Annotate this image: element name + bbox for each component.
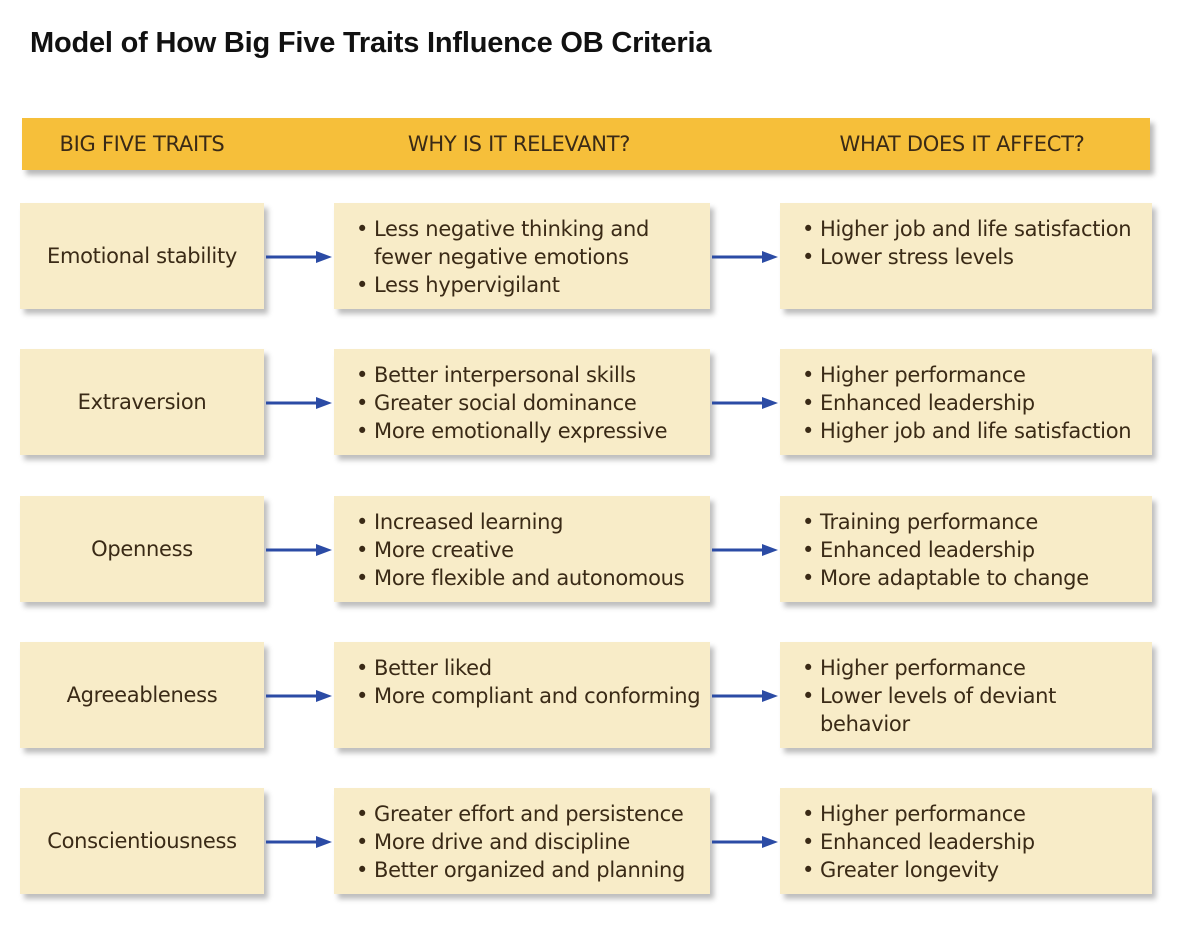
arrow-right-icon [264, 832, 334, 852]
trait-box: Conscientiousness [20, 788, 264, 894]
trait-row: Conscientiousness Greater effort and pers… [0, 788, 1184, 898]
outcome-box: Higher job and life satisfactionLower st… [780, 203, 1152, 309]
list-item: Less negative thinking and fewer negativ… [356, 215, 704, 271]
outcome-box: Higher performanceEnhanced leadershipHig… [780, 349, 1152, 455]
arrow-right-icon [264, 540, 334, 560]
relevance-box: Less negative thinking and fewer negativ… [334, 203, 710, 309]
header-why-relevant: WHY IS IT RELEVANT? [407, 132, 631, 156]
trait-box: Extraversion [20, 349, 264, 455]
trait-label: Conscientiousness [47, 829, 237, 853]
list-item: Greater effort and persistence [356, 800, 704, 828]
outcome-box: Higher performanceEnhanced leadershipGre… [780, 788, 1152, 894]
header-big-five-traits: BIG FIVE TRAITS [59, 132, 225, 156]
arrow-right-icon [264, 247, 334, 267]
arrow-right-icon [710, 540, 780, 560]
list-item: Enhanced leadership [802, 536, 1146, 564]
list-item: Better interpersonal skills [356, 361, 704, 389]
list-item: Enhanced leadership [802, 389, 1146, 417]
list-item: Lower stress levels [802, 243, 1146, 271]
list-item: Higher performance [802, 361, 1146, 389]
list-item: Better liked [356, 654, 704, 682]
trait-label: Emotional stability [46, 244, 238, 268]
list-item: Greater longevity [802, 856, 1146, 884]
outcome-box: Higher performanceLower levels of devian… [780, 642, 1152, 748]
arrow-right-icon [710, 247, 780, 267]
trait-row: Agreeableness Better likedMore compliant … [0, 642, 1184, 752]
list-item: More emotionally expressive [356, 417, 704, 445]
relevance-list: Better likedMore compliant and conformin… [334, 642, 710, 710]
relevance-box: Better interpersonal skillsGreater socia… [334, 349, 710, 455]
list-item: More compliant and conforming [356, 682, 704, 710]
trait-row: Extraversion Better interpersonal skillsG… [0, 349, 1184, 459]
trait-row: Emotional stability Less negative thinkin… [0, 203, 1184, 313]
arrow-right-icon [264, 686, 334, 706]
list-item: Less hypervigilant [356, 271, 704, 299]
outcome-list: Higher performanceEnhanced leadershipHig… [780, 349, 1152, 445]
list-item: Lower levels of deviant behavior [802, 682, 1146, 738]
list-item: Greater social dominance [356, 389, 704, 417]
relevance-list: Greater effort and persistenceMore drive… [334, 788, 710, 884]
outcome-list: Higher job and life satisfactionLower st… [780, 203, 1152, 271]
outcome-box: Training performanceEnhanced leadershipM… [780, 496, 1152, 602]
outcome-list: Higher performanceLower levels of devian… [780, 642, 1152, 738]
list-item: More adaptable to change [802, 564, 1146, 592]
relevance-box: Increased learningMore creativeMore flex… [334, 496, 710, 602]
list-item: Higher job and life satisfaction [802, 215, 1146, 243]
trait-label: Agreeableness [66, 683, 218, 707]
list-item: Better organized and planning [356, 856, 704, 884]
trait-label: Extraversion [77, 390, 207, 414]
list-item: More flexible and autonomous [356, 564, 704, 592]
header-what-affect: WHAT DOES IT AFFECT? [839, 132, 1085, 156]
list-item: Higher performance [802, 800, 1146, 828]
list-item: Higher performance [802, 654, 1146, 682]
arrow-right-icon [264, 393, 334, 413]
list-item: More creative [356, 536, 704, 564]
relevance-box: Greater effort and persistenceMore drive… [334, 788, 710, 894]
header-bar: BIG FIVE TRAITS WHY IS IT RELEVANT? WHAT… [22, 118, 1150, 170]
page-title: Model of How Big Five Traits Influence O… [30, 27, 712, 59]
trait-box: Agreeableness [20, 642, 264, 748]
list-item: Increased learning [356, 508, 704, 536]
arrow-right-icon [710, 686, 780, 706]
list-item: Training performance [802, 508, 1146, 536]
list-item: More drive and discipline [356, 828, 704, 856]
relevance-list: Better interpersonal skillsGreater socia… [334, 349, 710, 445]
relevance-box: Better likedMore compliant and conformin… [334, 642, 710, 748]
relevance-list: Less negative thinking and fewer negativ… [334, 203, 710, 299]
list-item: Higher job and life satisfaction [802, 417, 1146, 445]
outcome-list: Training performanceEnhanced leadershipM… [780, 496, 1152, 592]
list-item: Enhanced leadership [802, 828, 1146, 856]
arrow-right-icon [710, 393, 780, 413]
trait-row: OpennessIncreased learningMore creativeM… [0, 496, 1184, 606]
trait-label: Openness [91, 537, 193, 561]
trait-box: Openness [20, 496, 264, 602]
outcome-list: Higher performanceEnhanced leadershipGre… [780, 788, 1152, 884]
relevance-list: Increased learningMore creativeMore flex… [334, 496, 710, 592]
arrow-right-icon [710, 832, 780, 852]
trait-box: Emotional stability [20, 203, 264, 309]
